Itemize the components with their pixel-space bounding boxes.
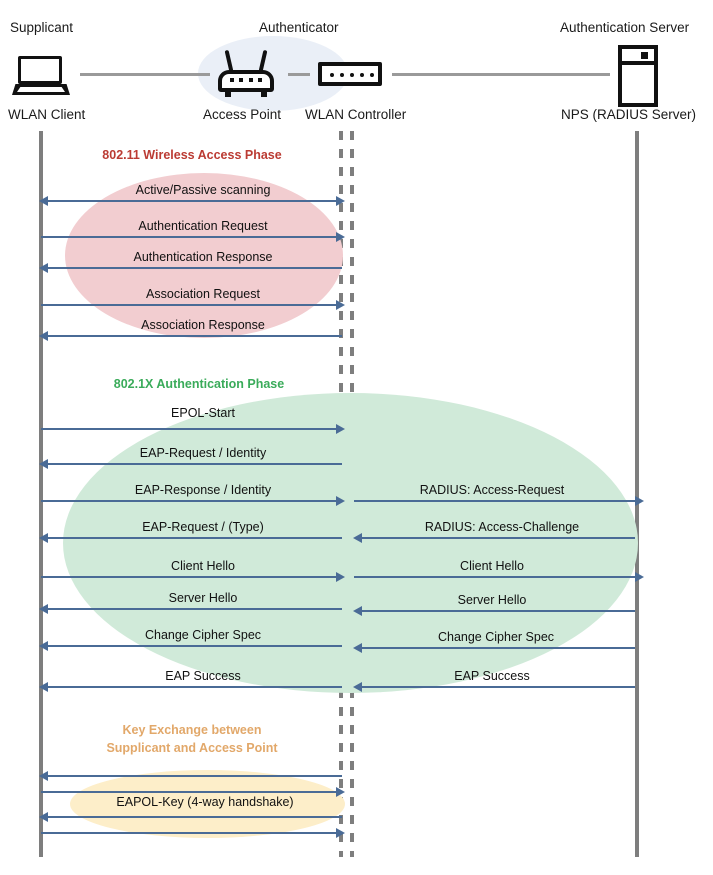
arrowhead-left-icon — [39, 196, 48, 206]
role-title-supplicant: Supplicant — [10, 20, 74, 35]
wire-client-to-ap — [80, 73, 210, 76]
message-label-authentication-response: Authentication Response — [133, 250, 273, 264]
arrowhead-left-icon — [353, 533, 362, 543]
arrowhead-right-icon — [336, 787, 345, 797]
server-icon — [618, 45, 658, 107]
arrowhead-right-icon — [336, 572, 345, 582]
message-label-eap-request-type: EAP-Request / (Type) — [142, 520, 264, 534]
message-arrow-eap-request-identity — [39, 459, 342, 469]
message-label-radius-access-challenge: RADIUS: Access-Challenge — [424, 520, 580, 534]
lifeline-supplicant — [39, 131, 43, 857]
message-arrow-change-cipher-spec-left — [39, 641, 342, 651]
message-label-eapol-key-handshake: EAPOL-Key (4-way handshake) — [116, 795, 294, 809]
message-arrow-eap-success-right — [353, 682, 635, 692]
diagram-header: Supplicant Authenticator Authentication … — [0, 0, 713, 130]
message-label-eapol-start: EPOL-Start — [171, 406, 235, 420]
phase-blob-dot1x — [63, 393, 638, 693]
node-label-wlan-client: WLAN Client — [8, 107, 86, 122]
message-arrow-authentication-request — [41, 232, 345, 242]
message-label-radius-access-request: RADIUS: Access-Request — [419, 483, 565, 497]
phase-label-wireless-access: 802.11 Wireless Access Phase — [102, 148, 282, 162]
role-title-authenticator: Authenticator — [259, 20, 339, 35]
message-label-authentication-request: Authentication Request — [138, 219, 268, 233]
message-arrow-radius-access-request — [354, 496, 644, 506]
message-arrow-server-hello-left — [39, 604, 342, 614]
message-label-change-cipher-spec-left: Change Cipher Spec — [144, 628, 262, 642]
message-arrow-eap-response-identity — [41, 496, 345, 506]
message-arrow-eapol-key-4 — [41, 828, 345, 838]
message-label-server-hello-left: Server Hello — [168, 591, 238, 605]
arrowhead-left-icon — [39, 682, 48, 692]
arrowhead-right-icon — [635, 572, 644, 582]
node-label-wlan-controller: WLAN Controller — [305, 107, 407, 122]
message-arrow-eap-success-left — [39, 682, 342, 692]
message-arrow-radius-access-challenge — [353, 533, 635, 543]
laptop-icon — [12, 56, 70, 96]
arrowhead-left-icon — [353, 606, 362, 616]
arrowhead-left-icon — [39, 771, 48, 781]
phase-label-key-exchange-line2: Supplicant and Access Point — [106, 741, 278, 755]
arrowhead-left-icon — [39, 641, 48, 651]
node-label-nps-radius: NPS (RADIUS Server) — [561, 107, 697, 122]
message-arrow-eapol-start — [41, 424, 345, 434]
lifeline-auth-server — [635, 131, 639, 857]
arrowhead-left-icon — [39, 812, 48, 822]
message-label-server-hello-right: Server Hello — [457, 593, 527, 607]
message-arrow-authentication-response — [39, 263, 342, 273]
phase-label-key-exchange-line1: Key Exchange between — [122, 723, 262, 737]
phase-blob-key-exchange — [70, 770, 345, 838]
arrowhead-left-icon — [353, 643, 362, 653]
message-label-client-hello-right: Client Hello — [460, 559, 524, 573]
role-title-auth-server: Authentication Server — [560, 20, 690, 35]
message-arrow-change-cipher-spec-right — [353, 643, 635, 653]
message-arrow-association-response — [39, 331, 342, 341]
message-arrow-client-hello-right — [354, 572, 644, 582]
message-label-client-hello-left: Client Hello — [171, 559, 235, 573]
wlan-controller-icon — [318, 62, 382, 86]
arrowhead-right-icon — [336, 424, 345, 434]
message-label-eap-success-right: EAP Success — [454, 669, 530, 683]
arrowhead-left-icon — [39, 533, 48, 543]
message-arrow-association-request — [41, 300, 345, 310]
message-arrow-server-hello-right — [353, 606, 635, 616]
arrowhead-left-icon — [39, 459, 48, 469]
arrowhead-right-icon — [336, 828, 345, 838]
message-arrow-eapol-key-2 — [41, 787, 345, 797]
arrowhead-right-icon — [336, 496, 345, 506]
wire-ap-to-controller — [288, 73, 310, 76]
arrowhead-left-icon — [353, 682, 362, 692]
phase-label-dot1x: 802.1X Authentication Phase — [113, 377, 285, 391]
message-arrow-active-passive-scanning — [39, 196, 345, 206]
access-point-icon — [218, 49, 274, 97]
arrowhead-right-icon — [336, 300, 345, 310]
message-arrow-eap-request-type — [39, 533, 342, 543]
message-label-association-response: Association Response — [141, 318, 265, 332]
arrowhead-left-icon — [39, 604, 48, 614]
message-label-association-request: Association Request — [146, 287, 260, 301]
node-label-access-point: Access Point — [203, 107, 282, 122]
message-label-active-passive-scanning: Active/Passive scanning — [135, 183, 271, 197]
message-label-eap-request-identity: EAP-Request / Identity — [139, 446, 267, 460]
message-arrow-client-hello-left — [41, 572, 345, 582]
message-label-change-cipher-spec-right: Change Cipher Spec — [437, 630, 555, 644]
arrowhead-left-icon — [39, 331, 48, 341]
message-arrow-eapol-key-1 — [39, 771, 342, 781]
message-label-eap-response-identity: EAP-Response / Identity — [134, 483, 272, 497]
arrowhead-right-icon — [336, 196, 345, 206]
message-label-eap-success-left: EAP Success — [165, 669, 241, 683]
message-arrow-eapol-key-3 — [39, 812, 342, 822]
wire-controller-to-server — [392, 73, 610, 76]
arrowhead-right-icon — [635, 496, 644, 506]
arrowhead-right-icon — [336, 232, 345, 242]
arrowhead-left-icon — [39, 263, 48, 273]
